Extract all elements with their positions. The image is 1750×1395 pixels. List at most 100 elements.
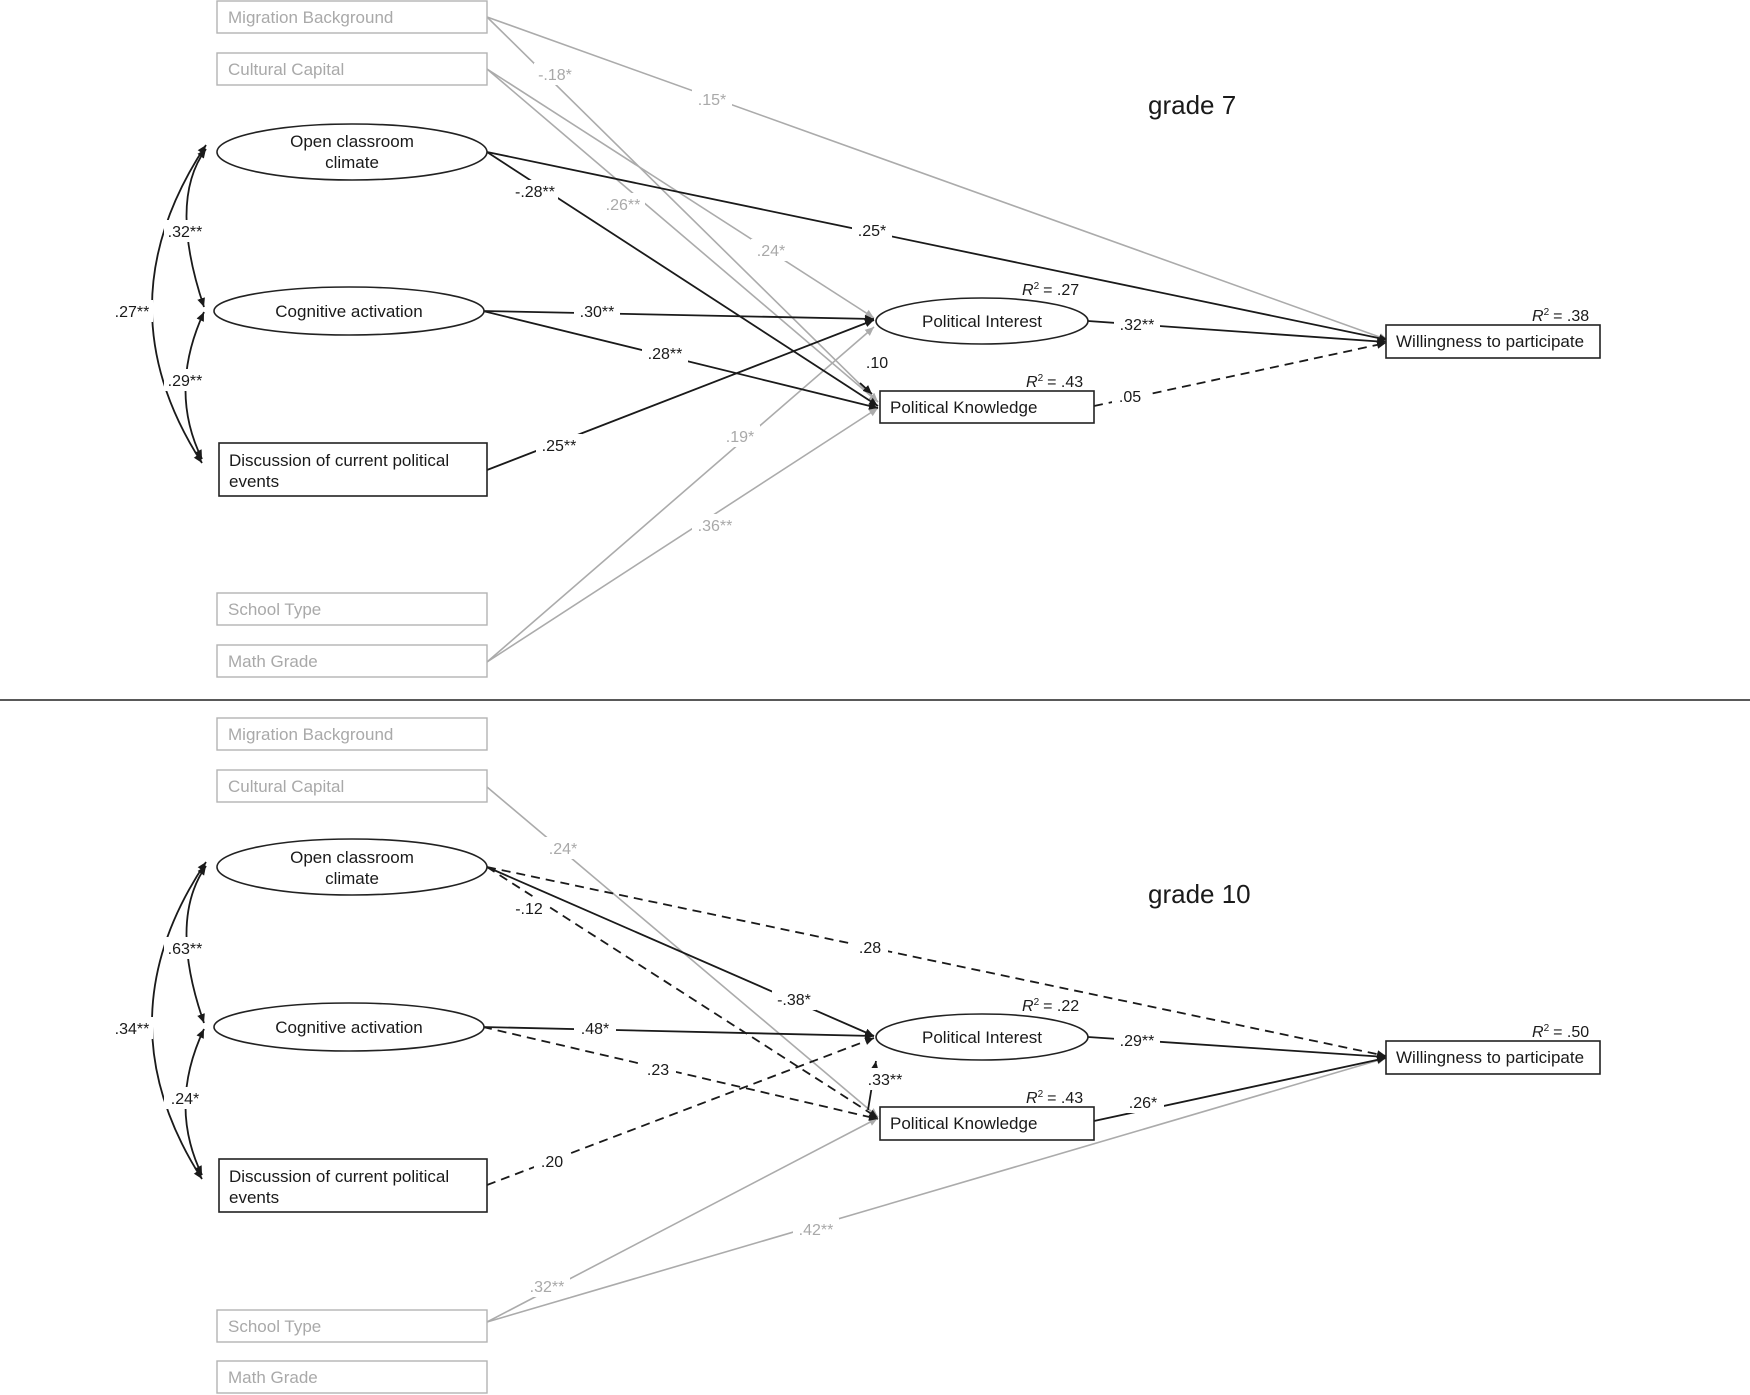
coef-occ-willing: .25*: [858, 223, 886, 240]
r2-knowledge: R2= .43: [1026, 1089, 1083, 1107]
coef-knowledge-interest: .33**: [868, 1072, 903, 1089]
box-school-type: [216, 1309, 488, 1343]
coef-corr-cog-discussion: .24*: [171, 1091, 199, 1108]
path-knowledge-interest: [859, 382, 873, 395]
coef-cultural-knowledge: .26**: [606, 197, 641, 214]
node-political-interest: [875, 297, 1089, 345]
label-willingness: Willingness to participate: [1396, 1048, 1584, 1067]
box-migration-background: [216, 0, 488, 34]
coef-cog-knowledge: .23: [647, 1062, 669, 1079]
path-cultural-knowledge: [486, 68, 879, 403]
coef-math-interest: .19*: [726, 429, 754, 446]
coef-knowledge-willing: .26*: [1129, 1095, 1157, 1112]
panel-grade-7: grade 7 Migration Background Cultural Ca…: [111, 0, 1601, 678]
coef-occ-knowledge: -.12: [515, 901, 543, 918]
box-political-knowledge: [879, 390, 1095, 424]
coef-corr-occ-discussion: .34**: [115, 1021, 150, 1038]
coef-knowledge-willing: .05: [1119, 389, 1141, 406]
r2-interest: R2= .22: [1022, 997, 1079, 1015]
corr-occ-discussion: [151, 861, 207, 1180]
coef-cog-knowledge: .28**: [648, 346, 683, 363]
coef-corr-occ-cog: .63**: [168, 941, 203, 958]
coef-discussion-interest: .25**: [542, 438, 577, 455]
node-open-classroom-climate: [216, 123, 488, 181]
coef-corr-occ-cog: .32**: [168, 224, 203, 241]
box-school-type: [216, 592, 488, 626]
coef-migration-knowledge: -.18*: [538, 67, 572, 84]
coefficient-labels: .32** .29** .27** .15* -.18* .26** .24* …: [111, 63, 1160, 536]
coef-cultural-interest: .24*: [757, 243, 785, 260]
coef-interest-willing: .29**: [1120, 1033, 1155, 1050]
coef-cultural-knowledge: .24*: [549, 841, 577, 858]
path-school-willing: [486, 1056, 1387, 1323]
coef-cog-interest: .48*: [581, 1021, 609, 1038]
label-cognitive-activation: Cognitive activation: [275, 302, 422, 321]
node-political-interest: [875, 1013, 1089, 1061]
label-school-type: School Type: [228, 600, 321, 619]
box-cultural-capital: [216, 769, 488, 803]
r2-knowledge: R2= .43: [1026, 373, 1083, 391]
coef-school-willing: .42**: [799, 1222, 834, 1239]
box-math-grade: [216, 1360, 488, 1394]
coefficient-labels: .63** .24* .34** .24* -.12 .28 -.38* .48…: [111, 837, 1164, 1297]
coef-cog-interest: .30**: [580, 304, 615, 321]
box-discussion: [218, 442, 488, 497]
path-occ-willing: [486, 866, 1387, 1059]
coef-school-knowledge: .32**: [530, 1279, 565, 1296]
node-cognitive-activation: [213, 1002, 485, 1052]
label-discussion-line1: Discussion of current political: [229, 1167, 449, 1186]
box-migration-background: [216, 717, 488, 751]
panel-title: grade 7: [1148, 90, 1236, 120]
coef-occ-knowledge: -.28**: [515, 184, 555, 201]
coef-occ-interest: -.38*: [777, 992, 811, 1009]
coef-migration-willing: .15*: [698, 92, 726, 109]
label-political-interest: Political Interest: [922, 312, 1042, 331]
label-discussion-line2: events: [229, 1188, 279, 1207]
label-migration-background: Migration Background: [228, 725, 393, 744]
coef-corr-occ-discussion: .27**: [115, 304, 150, 321]
r2-willingness: R2= .50: [1532, 1023, 1589, 1041]
path-math-knowledge: [486, 407, 879, 663]
label-political-knowledge: Political Knowledge: [890, 1114, 1037, 1133]
path-cog-knowledge: [482, 1026, 879, 1121]
coef-occ-willing: .28: [859, 940, 881, 957]
box-discussion: [218, 1158, 488, 1213]
coef-interest-willing: .32**: [1120, 317, 1155, 334]
label-math-grade: Math Grade: [228, 1368, 318, 1387]
coef-math-knowledge: .36**: [698, 518, 733, 535]
path-occ-knowledge: [486, 866, 879, 1119]
label-math-grade: Math Grade: [228, 652, 318, 671]
box-willingness: [1385, 1040, 1601, 1075]
path-migration-willing: [486, 16, 1389, 341]
label-discussion-line1: Discussion of current political: [229, 451, 449, 470]
path-occ-willing: [486, 151, 1389, 343]
node-open-classroom-climate: [216, 838, 488, 896]
box-math-grade: [216, 644, 488, 678]
label-cognitive-activation: Cognitive activation: [275, 1018, 422, 1037]
label-political-interest: Political Interest: [922, 1028, 1042, 1047]
panel-grade-10: grade 10 Migration Background Cultural C…: [111, 717, 1601, 1394]
path-math-interest: [486, 326, 875, 663]
path-occ-interest: [486, 866, 875, 1037]
label-occ-line1: Open classroom: [290, 132, 414, 151]
coef-discussion-interest: .20: [541, 1154, 563, 1171]
node-cognitive-activation: [213, 286, 485, 336]
path-cultural-interest: [486, 68, 875, 319]
label-cultural-capital: Cultural Capital: [228, 60, 344, 79]
label-discussion-line2: events: [229, 472, 279, 491]
r2-interest: R2= .27: [1022, 281, 1079, 299]
label-cultural-capital: Cultural Capital: [228, 777, 344, 796]
path-cog-interest: [482, 1026, 875, 1040]
box-willingness: [1385, 324, 1601, 359]
box-political-knowledge: [879, 1106, 1095, 1141]
coef-corr-cog-discussion: .29**: [168, 373, 203, 390]
label-occ-line1: Open classroom: [290, 848, 414, 867]
label-occ-line2: climate: [325, 869, 379, 888]
path-cog-interest: [482, 310, 875, 323]
label-political-knowledge: Political Knowledge: [890, 398, 1037, 417]
panel-title: grade 10: [1148, 879, 1251, 909]
label-migration-background: Migration Background: [228, 8, 393, 27]
box-cultural-capital: [216, 52, 488, 86]
corr-occ-discussion: [151, 144, 207, 464]
